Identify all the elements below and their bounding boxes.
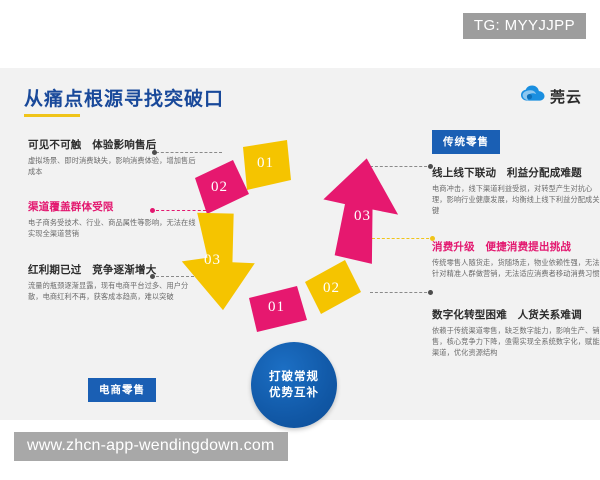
- right-item-2-heading: 消费升级 便捷消费提出挑战: [432, 241, 572, 253]
- right-item-1: 线上线下联动 利益分配成难题 电商冲击，线下渠道利益受损，对转型产生对抗心理，影…: [432, 166, 600, 217]
- connector-left-2: [156, 210, 206, 211]
- shape-left-02: 02: [193, 160, 251, 216]
- connector-dot-right-1: [428, 164, 433, 169]
- right-item-2: 消费升级 便捷消费提出挑战 传统零售人随货走，货随场走，物业依赖性强，无法针对精…: [432, 240, 600, 279]
- connector-dot-left-2: [150, 208, 155, 213]
- connector-dot-left-1: [152, 150, 157, 155]
- shape-right-02: 02: [303, 260, 363, 316]
- cloud-icon: [520, 85, 546, 107]
- right-item-1-heading: 线上线下联动 利益分配成难题: [432, 167, 582, 179]
- slide-canvas: 从痛点根源寻找突破口 莞云: [0, 68, 600, 428]
- connector-dot-right-3: [428, 290, 433, 295]
- left-item-1-body: 虚拟场景、即时消费缺失，影响消费体验，增加售后成本: [28, 156, 196, 177]
- connector-dot-left-3: [150, 274, 155, 279]
- left-item-2: 渠道覆盖群体受限 电子商务受技术、行业、商品属性等影响，无法在线实现全渠道营销: [28, 200, 200, 239]
- right-item-3-heading: 数字化转型困难 人货关系难调: [432, 309, 582, 321]
- url-watermark: www.zhcn-app-wendingdown.com: [14, 432, 288, 461]
- left-item-3-body: 流量的瓶颈逐渐显露，现有电商平台过多、用户分散，电商红利不再，获客成本趋高，难以…: [28, 281, 189, 302]
- left-item-3-heading: 红利期已过 竞争逐渐增大: [28, 264, 157, 276]
- title-underline: [24, 114, 80, 117]
- shape-right-03: 03: [320, 158, 400, 268]
- center-line-1: 打破常规: [269, 369, 319, 384]
- connector-left-1: [156, 152, 222, 153]
- left-item-3: 红利期已过 竞争逐渐增大 流量的瓶颈逐渐显露，现有电商平台过多、用户分散，电商红…: [28, 263, 200, 302]
- right-item-2-body: 传统零售人随货走，货随场走，物业依赖性强，无法针对精准人群做营销，无法适应消费者…: [432, 258, 600, 279]
- right-item-3-body: 依赖于传统渠道零售，缺乏数字能力，影响生产、销售，核心竞争力下降，亟需实现全系统…: [432, 326, 600, 358]
- connector-dot-right-2: [430, 236, 435, 241]
- connector-right-2: [372, 238, 434, 239]
- badge-traditional-retail: 传统零售: [432, 130, 500, 154]
- slide-header: 从痛点根源寻找突破口 莞云: [0, 68, 600, 120]
- shape-right-01: 01: [249, 286, 311, 334]
- left-item-2-heading: 渠道覆盖群体受限: [28, 201, 114, 213]
- left-item-2-body: 电子商务受技术、行业、商品属性等影响，无法在线实现全渠道营销: [28, 218, 196, 239]
- right-item-3: 数字化转型困难 人货关系难调 依赖于传统渠道零售，缺乏数字能力，影响生产、销售，…: [432, 308, 600, 359]
- connector-right-1: [370, 166, 432, 167]
- connector-left-3: [156, 276, 204, 277]
- connector-right-3: [370, 292, 432, 293]
- brand-name: 莞云: [549, 87, 582, 106]
- center-circle: 打破常规 优势互补: [251, 342, 337, 428]
- brand-logo: 莞云: [520, 85, 582, 107]
- right-item-1-body: 电商冲击，线下渠道利益受损，对转型产生对抗心理，影响行业健康发展，均衡线上线下利…: [432, 184, 600, 216]
- page-title: 从痛点根源寻找突破口: [24, 88, 225, 110]
- badge-ecommerce-retail: 电商零售: [88, 378, 156, 402]
- left-item-1: 可见不可触 体验影响售后 虚拟场景、即时消费缺失，影响消费体验，增加售后成本: [28, 138, 200, 177]
- center-line-2: 优势互补: [269, 385, 319, 399]
- telegram-watermark: TG: MYYJJPP: [462, 13, 586, 39]
- infographic-canvas: 打破常规 优势互补 01 02 03: [0, 120, 600, 428]
- left-item-1-heading: 可见不可触 体验影响售后: [28, 139, 157, 151]
